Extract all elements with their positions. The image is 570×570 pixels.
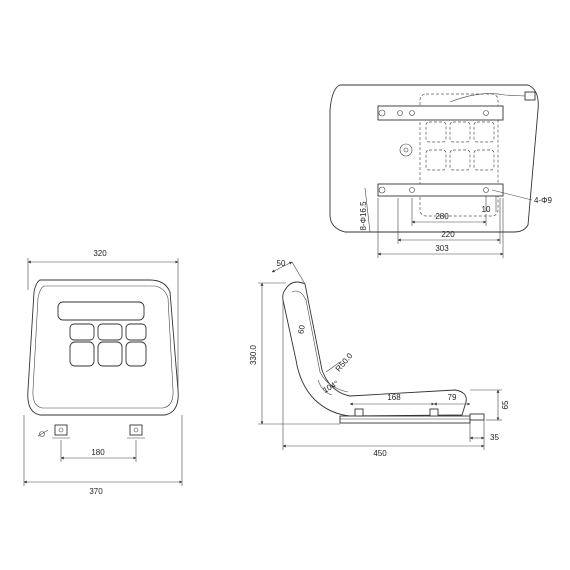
side-view: 50 60 R50.0 104° 330.0 168 79 65 35 450 [249,259,510,458]
dim-79-label: 79 [448,393,457,402]
adjuster-lever [37,429,49,437]
front-view: 320 180 370 [23,249,183,496]
lower-mount-bracket [377,183,504,197]
dim-168-label: 168 [387,393,401,402]
top-view: 4-Φ9 8-Φ16.5 10 280 220 303 [329,84,552,258]
dim-330-label: 330.0 [249,344,258,365]
seat-back-outline [27,279,179,416]
dim-280-label: 280 [435,212,449,221]
dim-370-label: 370 [89,487,103,496]
dim-35-label: 35 [490,433,499,442]
dim-10-label: 10 [482,205,491,214]
dim-104-label: 104° [321,379,340,395]
upper-mount-bracket [377,105,504,121]
dim-180-label: 180 [91,448,105,457]
right-bracket [127,424,145,439]
dim-50-label: 50 [277,259,286,268]
left-bracket [52,424,70,439]
dim-65-label: 65 [501,400,510,409]
release-cable [449,93,526,103]
dim-450-label: 450 [373,449,387,458]
dim-220-label: 220 [441,230,455,239]
dim-r50-label: R50.0 [334,351,355,374]
adjust-knob [399,143,413,157]
dim-303-label: 303 [435,244,449,253]
dim-slot-label: 8-Φ16.5 [359,201,368,231]
seat-rail [339,415,471,424]
dim-320-label: 320 [93,249,107,258]
seat-top-outline [329,84,539,233]
dim-60-label: 60 [296,324,307,335]
seat-back-profile [282,281,467,417]
pad-top [57,301,145,321]
dim-holes-label: 4-Φ9 [534,196,552,205]
